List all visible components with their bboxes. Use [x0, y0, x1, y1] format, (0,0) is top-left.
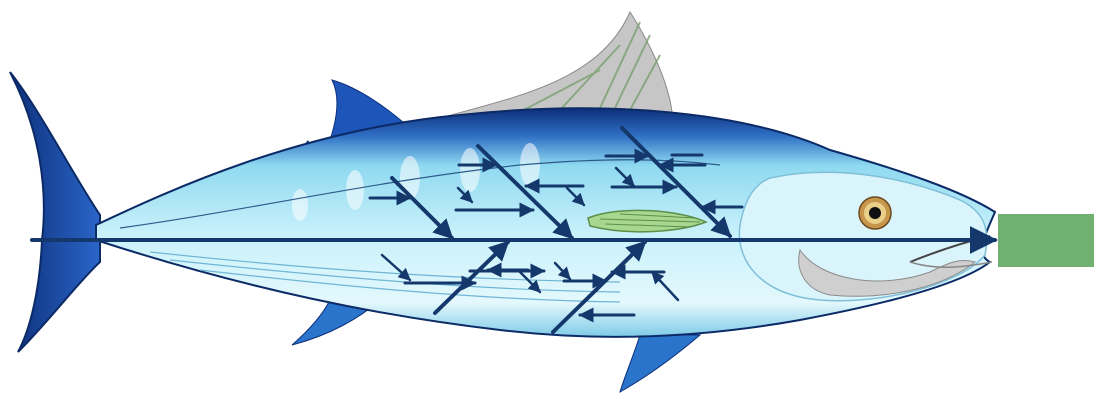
- tuna-fish-illustration: [10, 12, 995, 392]
- tail-fin: [10, 72, 100, 352]
- eye-icon: [859, 197, 891, 229]
- pelvic-fin: [620, 335, 700, 392]
- effect-box: [998, 214, 1094, 267]
